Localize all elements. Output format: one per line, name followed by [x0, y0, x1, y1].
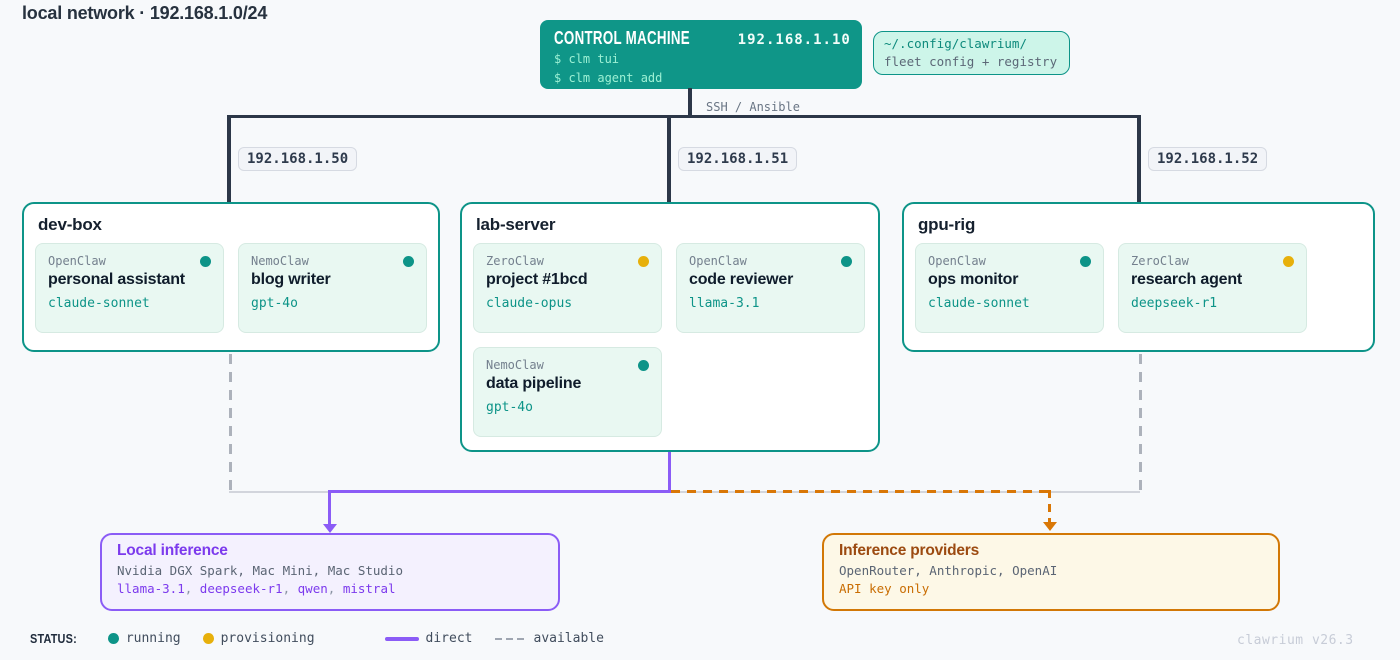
edge-direct-horizontal — [328, 490, 671, 493]
agent-model: claude-sonnet — [928, 296, 1030, 311]
agent-runtime: NemoClaw — [486, 358, 544, 372]
host-node-dev-box: dev-box OpenClaw personal assistant clau… — [22, 202, 440, 352]
agent-card: OpenClaw code reviewer llama-3.1 — [676, 243, 865, 333]
agent-name: research agent — [1131, 271, 1243, 288]
edge-available-dev-box — [229, 354, 232, 491]
agent-name: data pipeline — [486, 375, 582, 392]
agent-card: OpenClaw personal assistant claude-sonne… — [35, 243, 224, 333]
status-dot — [638, 359, 649, 371]
edge-control-to-tree — [688, 88, 692, 117]
ip-chip-gpu-rig: 192.168.1.52 — [1148, 147, 1268, 171]
direct-line-icon — [384, 636, 419, 641]
model-name: deepseek-r1 — [199, 581, 283, 596]
local-inference-node: Local inference Nvidia DGX Spark, Mac Mi… — [100, 533, 560, 611]
status-legend: STATUS: running provisioning direct avai… — [30, 631, 604, 646]
edge-providers-horizontal — [671, 490, 1051, 493]
page-title: local network · 192.168.1.0/24 — [22, 3, 268, 23]
status-dot — [638, 255, 649, 267]
edge-direct-to-local-inference — [328, 490, 331, 526]
edge-tree-to-lab-server — [667, 115, 671, 203]
control-machine-ip: 192.168.1.10 — [737, 32, 851, 48]
control-command: $ clm agent add — [554, 71, 663, 85]
agent-model: gpt-4o — [486, 400, 533, 415]
agent-runtime: NemoClaw — [251, 254, 309, 268]
agent-card: NemoClaw data pipeline gpt-4o — [473, 347, 662, 437]
agent-runtime: OpenClaw — [928, 254, 986, 268]
status-dot — [1080, 255, 1091, 267]
separator: , — [327, 581, 343, 596]
agent-name: project #1bcd — [486, 271, 588, 288]
providers-note: API key only — [839, 581, 930, 596]
tree-bus-line — [228, 115, 1141, 118]
legend-available: available — [494, 631, 604, 646]
agent-card: OpenClaw ops monitor claude-sonnet — [915, 243, 1104, 333]
inference-providers-node: Inference providers OpenRouter, Anthropi… — [822, 533, 1280, 611]
running-dot-icon — [107, 633, 119, 644]
legend-provisioning: provisioning — [202, 631, 315, 646]
config-path: ~/.config/clawrium/ — [884, 36, 1027, 51]
host-node-lab-server: lab-server ZeroClaw project #1bcd claude… — [460, 202, 880, 452]
model-name: mistral — [342, 581, 396, 596]
separator: , — [282, 581, 298, 596]
agent-name: ops monitor — [928, 271, 1019, 288]
control-machine-title: CONTROL MACHINE — [554, 28, 690, 48]
agent-name: code reviewer — [689, 271, 794, 288]
legend-running-label: running — [125, 631, 181, 646]
local-inference-hardware: Nvidia DGX Spark, Mac Mini, Mac Studio — [117, 563, 403, 578]
edge-available-gpu-rig — [1139, 354, 1142, 491]
model-name: llama-3.1 — [117, 581, 185, 596]
legend-provisioning-label: provisioning — [220, 631, 315, 646]
host-name: dev-box — [38, 215, 102, 234]
agent-runtime: OpenClaw — [48, 254, 106, 268]
agent-card: ZeroClaw research agent deepseek-r1 — [1118, 243, 1307, 333]
ssh-ansible-label: SSH / Ansible — [706, 100, 800, 114]
ip-chip-dev-box: 192.168.1.50 — [238, 147, 358, 171]
legend-available-label: available — [533, 631, 604, 646]
status-dot — [1283, 255, 1294, 267]
host-node-gpu-rig: gpu-rig OpenClaw ops monitor claude-sonn… — [902, 202, 1375, 352]
agent-runtime: ZeroClaw — [486, 254, 544, 268]
agent-runtime: ZeroClaw — [1131, 254, 1189, 268]
legend-label: STATUS: — [30, 631, 77, 646]
agent-model: deepseek-r1 — [1131, 296, 1218, 311]
edge-tree-to-dev-box — [227, 115, 231, 203]
inference-providers-title: Inference providers — [839, 542, 980, 559]
local-inference-title: Local inference — [117, 542, 228, 559]
separator: , — [184, 581, 200, 596]
model-name: qwen — [297, 581, 328, 596]
legend-direct-label: direct — [425, 631, 473, 646]
version-watermark: clawrium v26.3 — [1237, 633, 1354, 648]
provisioning-dot-icon — [202, 633, 214, 644]
status-dot — [841, 255, 852, 267]
control-machine-node: CONTROL MACHINE 192.168.1.10 $ clm tui $… — [540, 20, 862, 89]
control-command: $ clm tui — [554, 52, 620, 66]
status-dot — [200, 255, 211, 267]
config-description: fleet config + registry — [884, 54, 1058, 69]
status-dot — [403, 255, 414, 267]
agent-name: blog writer — [251, 271, 331, 288]
local-inference-models: llama-3.1, deepseek-r1, qwen, mistral — [117, 581, 543, 596]
agent-runtime: OpenClaw — [689, 254, 747, 268]
ip-chip-lab-server: 192.168.1.51 — [678, 147, 798, 171]
arrow-down-icon — [323, 524, 337, 533]
agent-card: NemoClaw blog writer gpt-4o — [238, 243, 427, 333]
edge-providers-to-box — [1048, 490, 1051, 524]
host-name: lab-server — [476, 215, 556, 234]
providers-list: OpenRouter, Anthropic, OpenAI — [839, 563, 1058, 578]
available-dash-icon — [494, 637, 527, 640]
agent-name: personal assistant — [48, 271, 185, 288]
arrow-down-icon — [1043, 522, 1057, 531]
edge-tree-to-gpu-rig — [1137, 115, 1141, 203]
agent-model: gpt-4o — [251, 296, 298, 311]
legend-running: running — [107, 631, 181, 646]
edge-direct-lab-server — [668, 452, 671, 492]
config-note: ~/.config/clawrium/ fleet config + regis… — [873, 31, 1070, 75]
agent-model: claude-opus — [486, 296, 573, 311]
agent-card: ZeroClaw project #1bcd claude-opus — [473, 243, 662, 333]
legend-direct: direct — [384, 631, 473, 646]
host-name: gpu-rig — [918, 215, 976, 234]
agent-model: llama-3.1 — [689, 296, 760, 311]
agent-model: claude-sonnet — [48, 296, 150, 311]
